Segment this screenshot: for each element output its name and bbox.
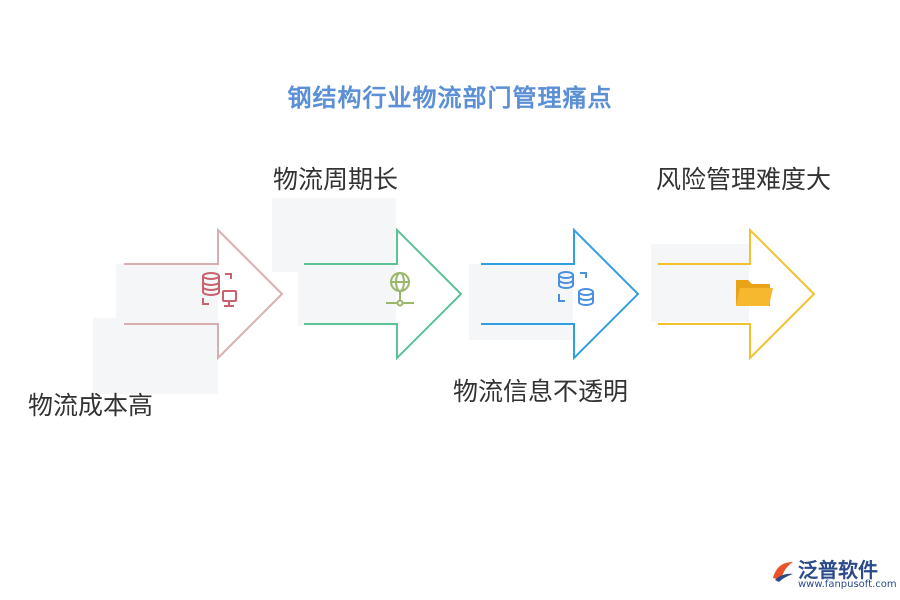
background-block xyxy=(651,244,749,322)
background-block xyxy=(272,198,396,272)
background-block xyxy=(116,264,218,318)
background-block xyxy=(469,264,573,340)
diagram-title: 钢结构行业物流部门管理痛点 xyxy=(287,84,613,112)
step-label-2: 物流周期长 xyxy=(273,165,399,194)
arrow-step-4 xyxy=(658,227,816,361)
logo-name: 泛普软件 xyxy=(798,558,878,582)
background-block xyxy=(93,318,218,394)
database-sync-icon xyxy=(558,271,594,306)
logo-url: www.fanpusoft.com xyxy=(798,579,897,590)
step-label-3: 物流信息不透明 xyxy=(453,377,629,406)
step-label-1: 物流成本高 xyxy=(28,391,154,420)
arrow-step-3 xyxy=(481,227,640,361)
step-label-4: 风险管理难度大 xyxy=(656,165,832,194)
database-computer-icon xyxy=(202,272,237,307)
logo-mark-icon xyxy=(773,562,793,582)
brand-logo: 泛普软件 www.fanpusoft.com xyxy=(770,552,900,592)
arrow-step-1 xyxy=(124,227,284,361)
folder-icon xyxy=(736,280,773,306)
background-block xyxy=(298,272,396,326)
arrow-step-2 xyxy=(304,227,463,361)
globe-network-icon xyxy=(386,272,414,307)
